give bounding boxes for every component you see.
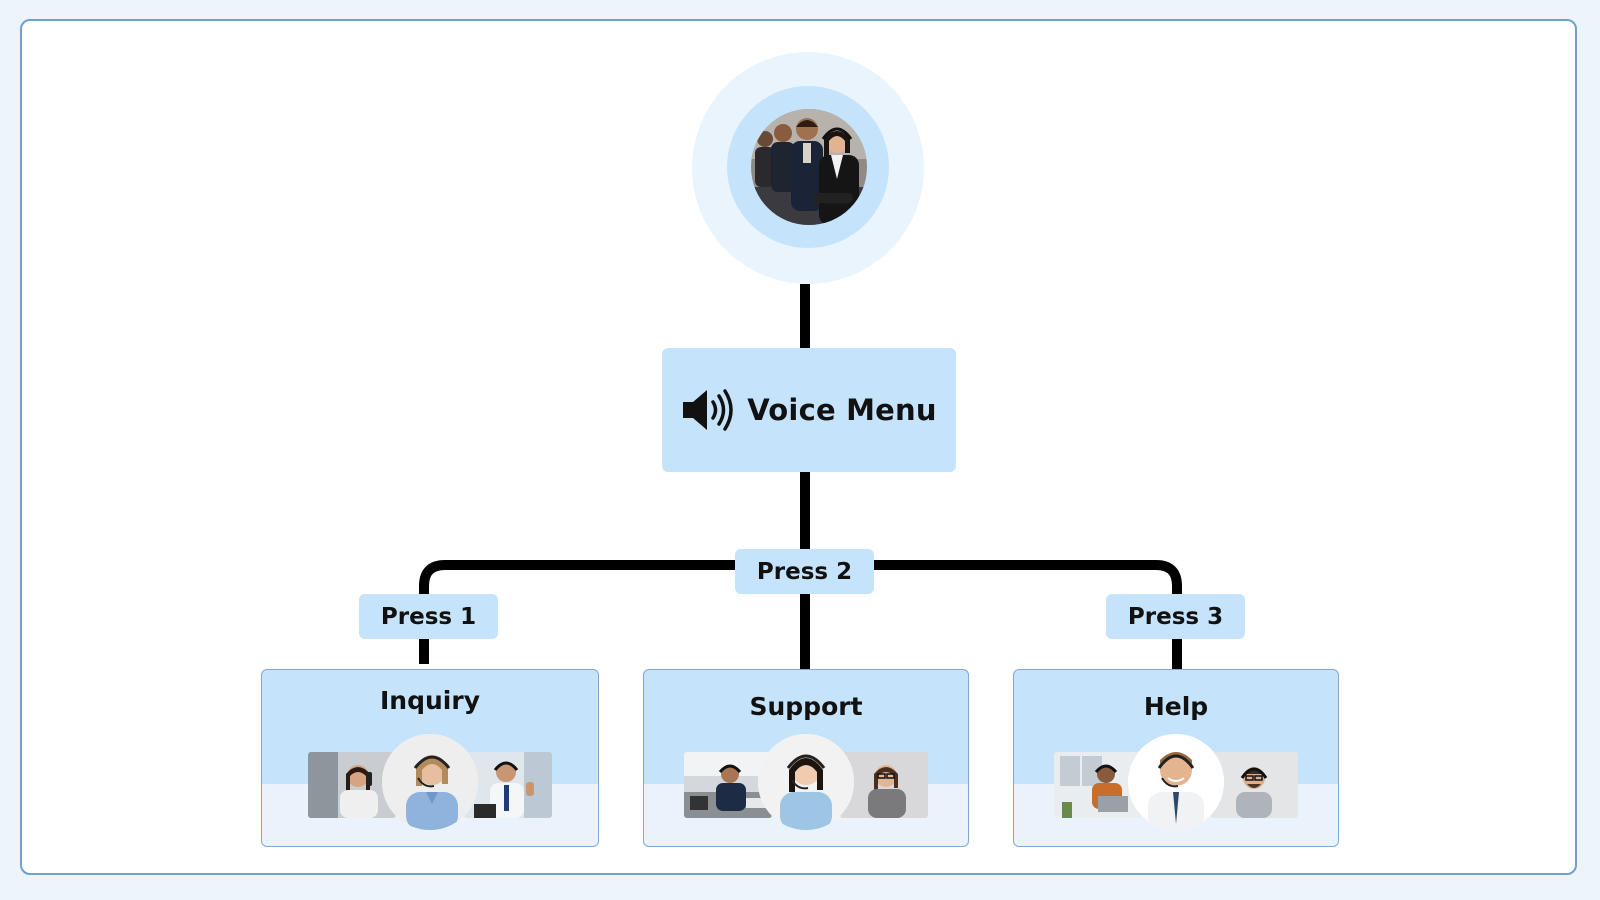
speaker-icon <box>681 387 735 433</box>
agent-man-headset-tie-photo <box>1128 734 1224 830</box>
agent-woman-phone-photo <box>308 752 396 818</box>
help-card: Help <box>1013 669 1339 847</box>
inquiry-card: Inquiry <box>261 669 599 847</box>
help-photos <box>1054 734 1298 834</box>
support-card: Support <box>643 669 969 847</box>
agent-man-laptop-photo <box>1054 752 1142 818</box>
agent-man-glasses-headset-photo <box>1210 752 1298 818</box>
inquiry-photos <box>308 734 552 834</box>
agent-woman-glasses-photo <box>840 752 928 818</box>
press-2-label: Press 2 <box>735 549 874 594</box>
press-3-label: Press 3 <box>1106 594 1245 639</box>
agent-woman-headset-smiling-photo <box>758 734 854 830</box>
support-photos <box>684 734 928 834</box>
call-center-team-photo <box>751 109 867 225</box>
support-title: Support <box>749 692 863 721</box>
press-1-label: Press 1 <box>359 594 498 639</box>
agent-woman-headset-photo <box>382 734 478 830</box>
agent-man-thumbs-up-photo <box>464 752 552 818</box>
inquiry-title: Inquiry <box>380 686 480 715</box>
connector-branch-left <box>419 560 805 664</box>
help-title: Help <box>1143 692 1209 721</box>
agent-man-office-photo <box>684 752 772 818</box>
voice-menu-label: Voice Menu <box>747 393 937 427</box>
voice-menu-node: Voice Menu <box>662 348 956 472</box>
connector-branch-right <box>805 560 1182 669</box>
